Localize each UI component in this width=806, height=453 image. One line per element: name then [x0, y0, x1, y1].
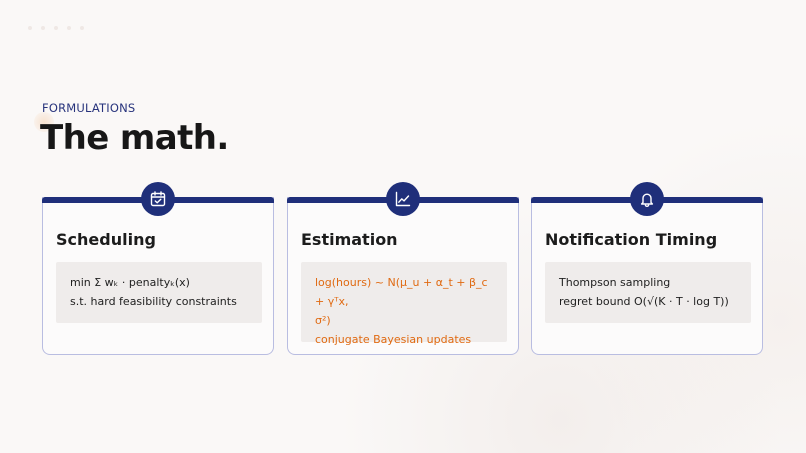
bell-icon — [630, 182, 664, 216]
card-estimation: Estimation log(hours) ~ N(μ_u + α_t + β_… — [287, 182, 519, 355]
card-title: Notification Timing — [545, 230, 718, 249]
formula-line: conjugate Bayesian updates — [315, 333, 472, 346]
formula-box: Thompson sampling regret bound O(√(K · T… — [545, 262, 751, 323]
formula-line: σ²) — [315, 314, 331, 327]
decorative-dots — [28, 26, 84, 30]
formula-box: min Σ wₖ · penaltyₖ(x) s.t. hard feasibi… — [56, 262, 262, 323]
section-eyebrow: FORMULATIONS — [42, 101, 136, 115]
formula-line: s.t. hard feasibility constraints — [70, 295, 237, 308]
formula-line: min Σ wₖ · penaltyₖ(x) — [70, 276, 190, 289]
slide-title: The math. — [40, 118, 229, 158]
card-title: Scheduling — [56, 230, 156, 249]
calendar-check-icon — [141, 182, 175, 216]
card-scheduling: Scheduling min Σ wₖ · penaltyₖ(x) s.t. h… — [42, 182, 274, 355]
formula-line: Thompson sampling — [559, 276, 671, 289]
formula-line: log(hours) ~ N(μ_u + α_t + β_c + γᵀx, — [315, 276, 488, 308]
line-chart-icon — [386, 182, 420, 216]
card-notification-timing: Notification Timing Thompson sampling re… — [531, 182, 763, 355]
formula-box: log(hours) ~ N(μ_u + α_t + β_c + γᵀx, σ²… — [301, 262, 507, 346]
decorative-glow — [34, 112, 54, 132]
card-title: Estimation — [301, 230, 398, 249]
formula-line: regret bound O(√(K · T · log T)) — [559, 295, 729, 308]
